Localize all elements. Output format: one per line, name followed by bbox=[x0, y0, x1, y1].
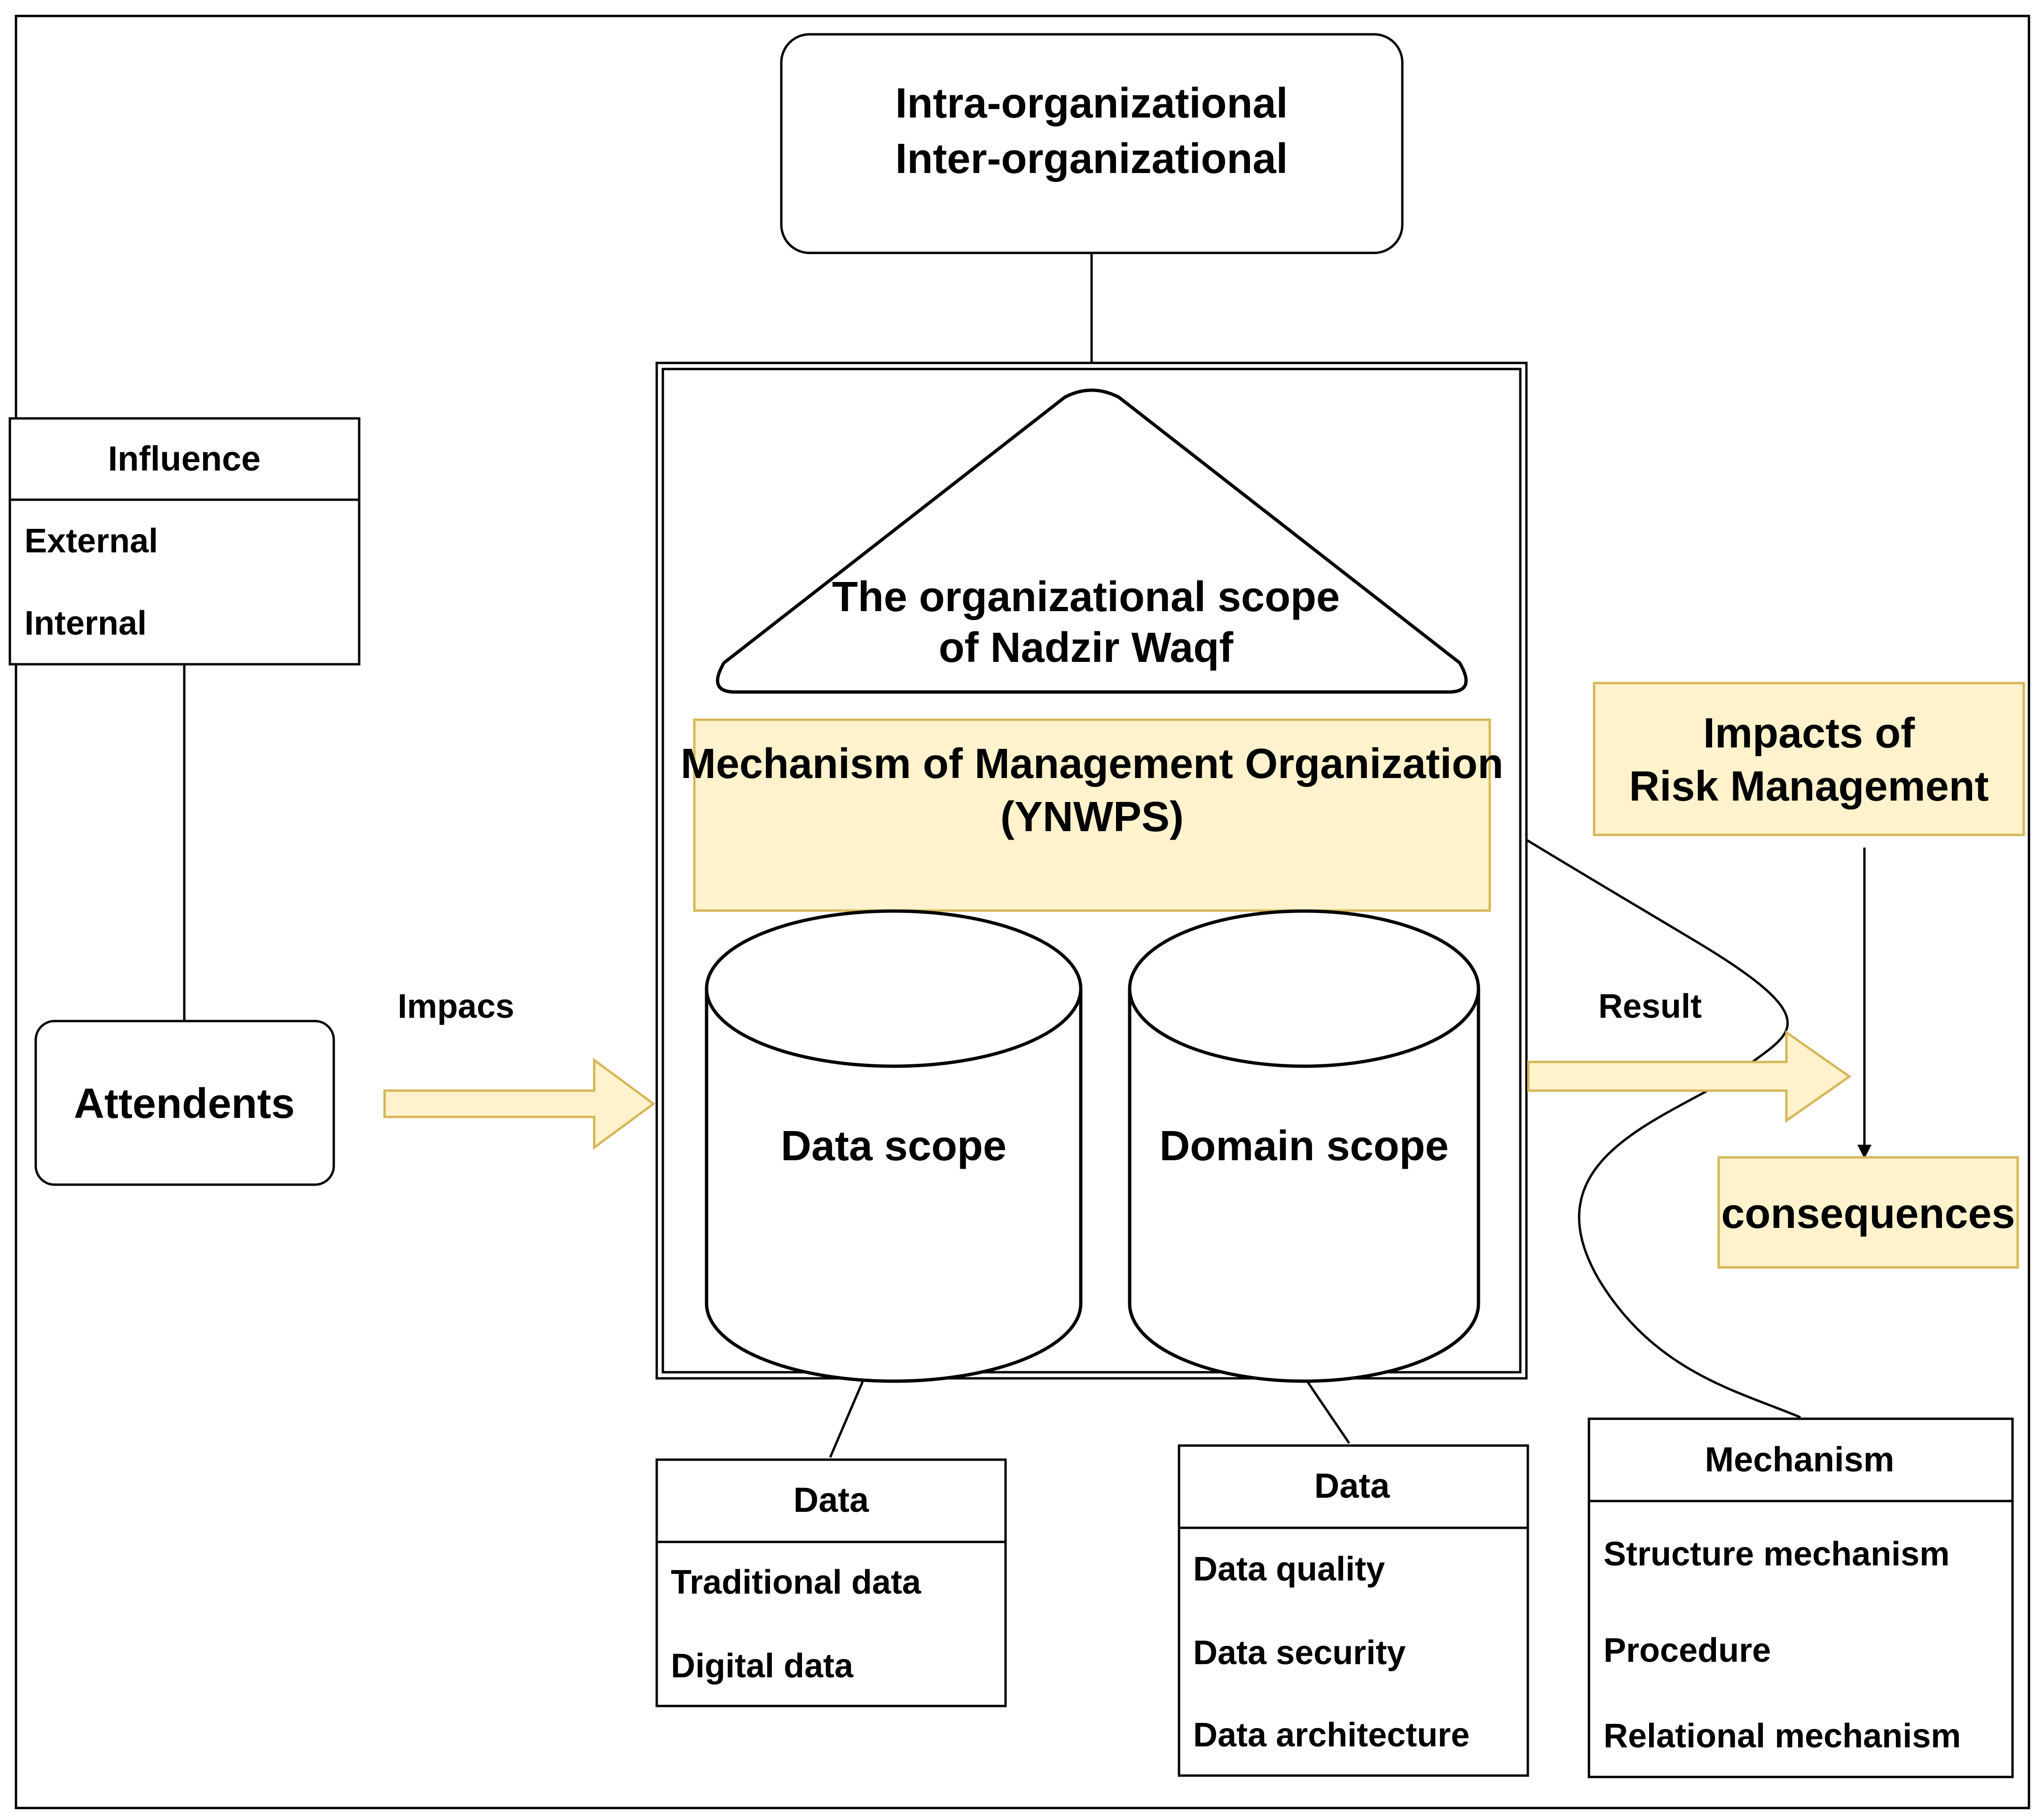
result-arrow: Result bbox=[1527, 988, 1852, 1123]
impacts-of-risk-label-line1: Impacts of bbox=[1703, 710, 1915, 757]
connector-data-scope-to-data-table bbox=[829, 1381, 864, 1458]
influence-item-external: External bbox=[24, 522, 158, 560]
influence-table: Influence External Internal bbox=[8, 417, 361, 666]
organizational-scope-triangle: The organizational scope of Nadzir Waqf bbox=[715, 388, 1468, 694]
mechanism-organization-box: Mechanism of Management Organization (YN… bbox=[681, 718, 1503, 912]
mechanism-organization-line1: Mechanism of Management Organization bbox=[681, 740, 1503, 787]
data-scope-label: Data scope bbox=[781, 1123, 1006, 1170]
influence-item-internal: Internal bbox=[24, 605, 147, 642]
organizational-level-box: Intra-organizational Inter-organizationa… bbox=[780, 33, 1404, 254]
data-table-2-header: Data bbox=[1314, 1466, 1390, 1505]
data-table-1-item-traditional: Traditional data bbox=[671, 1564, 921, 1601]
impacts-arrow-label: Impacs bbox=[398, 988, 514, 1025]
impacts-arrow: Impacs bbox=[383, 988, 656, 1150]
impacts-of-risk-management-box: Impacts of Risk Management bbox=[1593, 682, 2025, 836]
mechanism-item-structure: Structure mechanism bbox=[1604, 1535, 1950, 1573]
data-table-2-item-architecture: Data architecture bbox=[1193, 1716, 1470, 1754]
inter-organizational-label: Inter-organizational bbox=[895, 135, 1288, 182]
attendents-box: Attendents bbox=[34, 1020, 335, 1186]
mechanism-table-header: Mechanism bbox=[1705, 1440, 1894, 1479]
data-table-2-item-quality: Data quality bbox=[1193, 1550, 1385, 1588]
mechanism-organization-line2: (YNWPS) bbox=[1000, 794, 1184, 841]
triangle-label-line1: The organizational scope bbox=[832, 574, 1340, 621]
consequences-box: consequences bbox=[1717, 1156, 2019, 1269]
data-table-1-header: Data bbox=[794, 1480, 869, 1519]
influence-header: Influence bbox=[108, 439, 261, 478]
data-table-1-item-digital: Digital data bbox=[671, 1647, 854, 1685]
intra-organizational-label: Intra-organizational bbox=[895, 80, 1288, 127]
result-arrow-label: Result bbox=[1598, 988, 1702, 1025]
domain-scope-label: Domain scope bbox=[1159, 1123, 1448, 1170]
impacts-of-risk-label-line2: Risk Management bbox=[1629, 763, 1989, 810]
mechanism-item-relational: Relational mechanism bbox=[1604, 1717, 1961, 1755]
mechanism-table: Mechanism Structure mechanism Procedure … bbox=[1588, 1417, 2014, 1778]
mechanism-item-procedure: Procedure bbox=[1604, 1632, 1771, 1669]
data-table-2-item-security: Data security bbox=[1193, 1634, 1406, 1672]
triangle-label-line2: of Nadzir Waqf bbox=[939, 624, 1234, 671]
outer-frame bbox=[15, 15, 2030, 1809]
connector-mechanism-curve bbox=[1486, 814, 1801, 1419]
data-scope-cylinder: Data scope bbox=[705, 909, 1083, 1383]
connector-domain-scope-to-data-table bbox=[1303, 1376, 1351, 1444]
consequences-label: consequences bbox=[1721, 1190, 2015, 1237]
domain-scope-cylinder: Domain scope bbox=[1128, 909, 1480, 1383]
attendents-label: Attendents bbox=[74, 1080, 295, 1127]
data-table-quality: Data Data quality Data security Data arc… bbox=[1178, 1444, 1529, 1777]
data-table-traditional: Data Traditional data Digital data bbox=[655, 1458, 1007, 1707]
